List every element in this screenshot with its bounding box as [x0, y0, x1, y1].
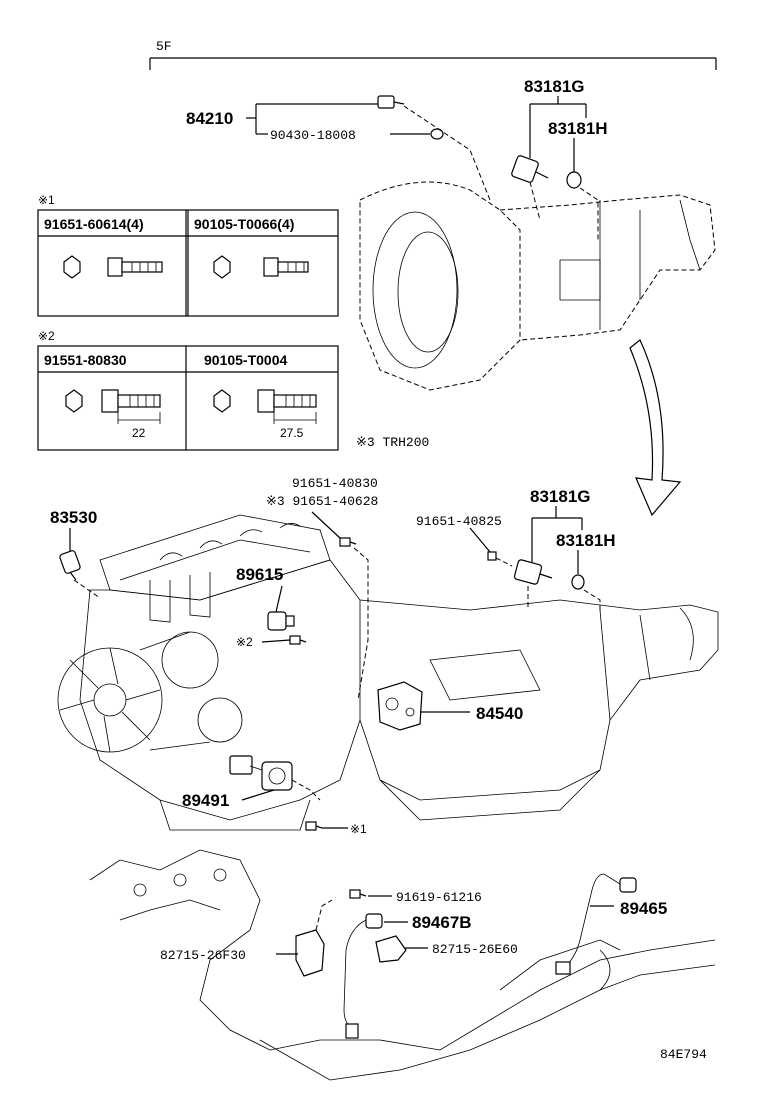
leader-91651-40830: [311, 511, 341, 539]
section-label: 5F: [156, 39, 172, 54]
transmission-top-illustration: [359, 181, 716, 391]
part-91651-40830-illustration: [339, 537, 369, 701]
part-83530-illustration: [59, 550, 101, 599]
label-84210: 84210: [186, 109, 233, 128]
leader-83181g-mid: [469, 506, 583, 574]
label-83181g-top: 83181G: [524, 77, 585, 96]
leader-89615: [275, 585, 283, 613]
label-note1-mark: ※1: [350, 822, 367, 836]
label-91651-40628: ※3 91651-40628: [266, 494, 378, 509]
table2-col2: 90105-T0004: [204, 352, 288, 368]
label-89465: 89465: [620, 899, 667, 918]
part-82715-26f30-illustration: [295, 899, 333, 977]
label-91619-61216: 91619-61216: [396, 890, 482, 905]
label-83530: 83530: [50, 508, 97, 527]
label-89467b: 89467B: [412, 913, 472, 932]
note3-text: ※3 TRH200: [356, 435, 429, 450]
section-bracket: [149, 57, 717, 70]
flow-arrow: [629, 339, 682, 517]
footer-code: 84E794: [660, 1047, 707, 1062]
label-89491: 89491: [182, 791, 229, 810]
part-83181g-top-illustration: [511, 155, 599, 240]
table2-dim2: 27.5: [280, 426, 304, 440]
label-83181h-mid: 83181H: [556, 531, 616, 550]
label-note2-mark: ※2: [236, 635, 253, 649]
part-note1-bolt-illustration: [305, 821, 323, 831]
label-82715-26f30: 82715-26F30: [160, 948, 246, 963]
engine-illustration: [57, 514, 361, 831]
part-89615-illustration: [267, 611, 307, 645]
label-91651-40825: 91651-40825: [416, 514, 502, 529]
table2-col1: 91551-80830: [44, 352, 127, 368]
leader-note2-mark: [261, 639, 291, 643]
note2-header: ※2: [38, 329, 55, 343]
label-90430-18008: 90430-18008: [270, 128, 356, 143]
transmission-mid-illustration: [359, 599, 719, 821]
note1-header: ※1: [38, 193, 55, 207]
leader-84210: [246, 103, 430, 135]
fastener-table-2: [37, 345, 339, 451]
label-82715-26e60: 82715-26E60: [432, 942, 518, 957]
part-84540-illustration: [377, 681, 423, 731]
label-89615: 89615: [236, 565, 283, 584]
table2-dim1: 22: [132, 426, 146, 440]
part-91619-61216-illustration: [349, 889, 367, 899]
part-83181g-mid-illustration: [487, 551, 601, 612]
part-89467b-illustration: [343, 913, 383, 1039]
table1-col2: 90105-T0066(4): [194, 216, 294, 232]
label-83181g-mid: 83181G: [530, 487, 591, 506]
fastener-table-1: [37, 209, 339, 317]
label-84540: 84540: [476, 704, 523, 723]
leader-83181g-top: [529, 96, 587, 172]
part-89491-illustration: [229, 755, 321, 801]
part-89465-illustration: [555, 873, 637, 975]
leader-89491: [241, 789, 275, 801]
part-82715-26e60-illustration: [375, 935, 407, 963]
exhaust-manifold-illustration: [89, 849, 716, 1081]
label-83181h-top: 83181H: [548, 119, 608, 138]
part-84210-illustration: [377, 95, 491, 201]
label-91651-40830: 91651-40830: [292, 476, 378, 491]
table1-col1: 91651-60614(4): [44, 216, 144, 232]
